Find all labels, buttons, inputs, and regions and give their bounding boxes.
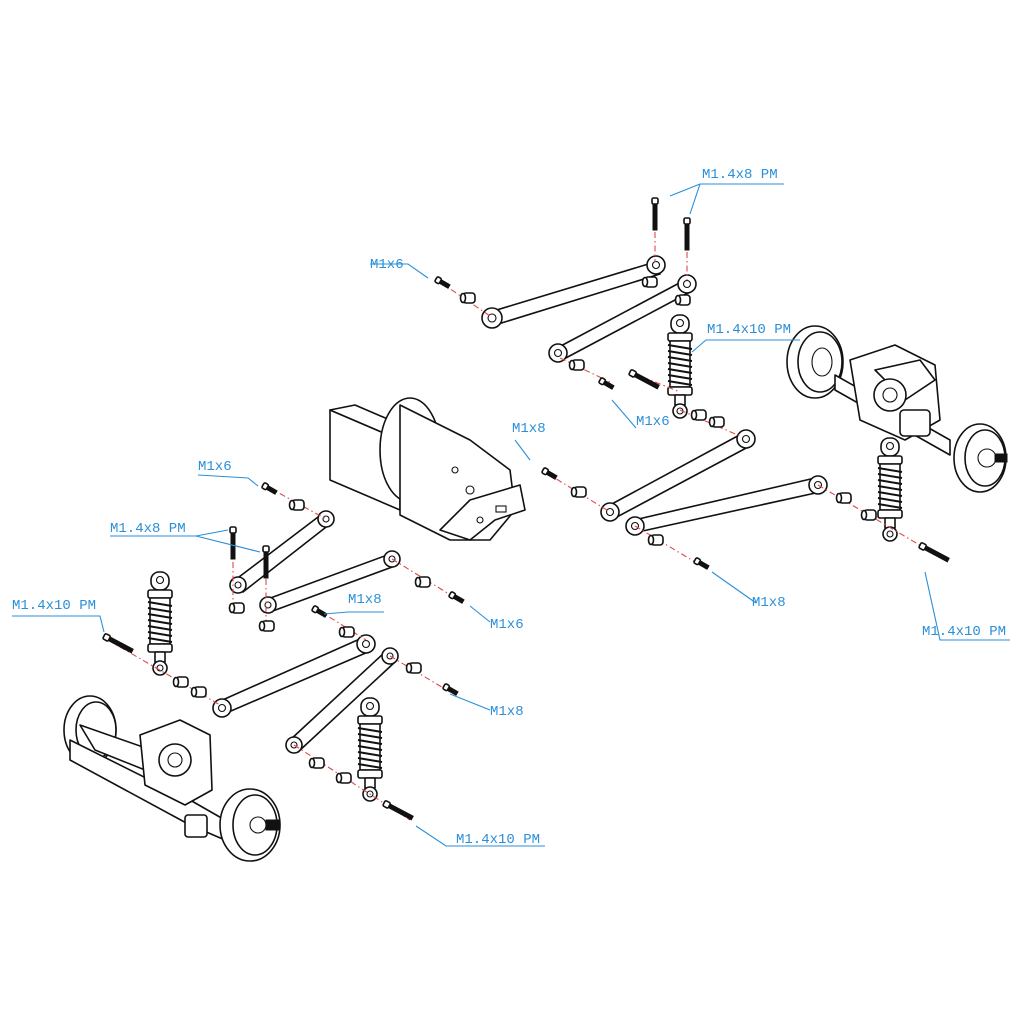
front-axle [63, 695, 281, 862]
label-center-m1x8: M1x8 [348, 592, 382, 608]
callout-labels: M1.4x8 PM M1x6 M1.4x10 PM M1x6 M1x8 M1x8… [12, 167, 1006, 848]
rear-axle [786, 325, 1008, 493]
callout-leaders [12, 183, 1010, 847]
label-left-m14x8: M1.4x8 PM [110, 521, 186, 537]
label-top-m14x10: M1.4x10 PM [707, 322, 791, 338]
shock-absorber-top [667, 314, 693, 419]
label-top-m1x6: M1x6 [370, 257, 404, 273]
label-top-m1x6-under: M1x6 [636, 414, 670, 430]
label-lower-m1x8: M1x8 [490, 704, 524, 720]
assembly-center-lines [107, 205, 946, 821]
shock-absorber-right [877, 437, 903, 542]
label-center-m1x6: M1x6 [490, 617, 524, 633]
label-mid-m1x8: M1x8 [512, 421, 546, 437]
label-right-m1x8: M1x8 [752, 595, 786, 611]
label-left-m14x10: M1.4x10 PM [12, 598, 96, 614]
label-top-m14x8: M1.4x8 PM [702, 167, 778, 183]
shock-absorber-left [147, 571, 173, 676]
label-left-m1x6: M1x6 [198, 459, 232, 475]
transmission-gearbox [329, 397, 526, 541]
label-right-m14x10: M1.4x10 PM [922, 624, 1006, 640]
upper-link-arms-top [481, 255, 697, 363]
lower-link-arms-left [212, 634, 399, 754]
label-bottom-m14x10: M1.4x10 PM [456, 832, 540, 848]
shock-absorber-bottom [357, 697, 383, 802]
lower-link-arms-right [600, 429, 828, 536]
